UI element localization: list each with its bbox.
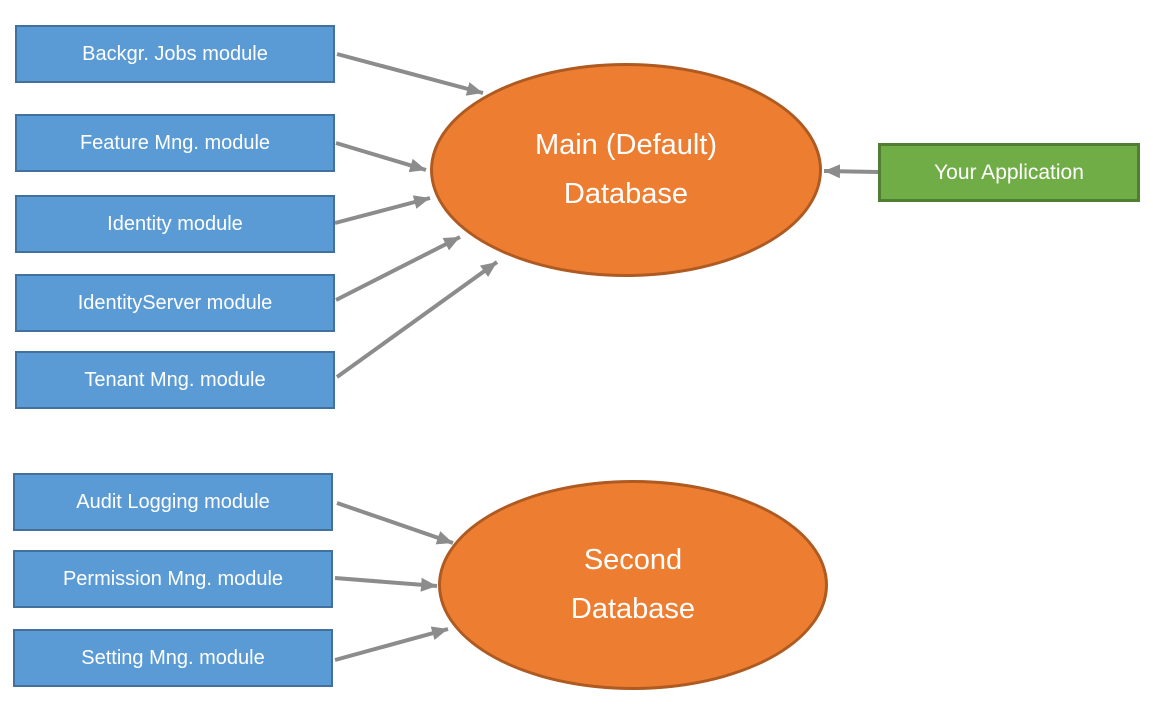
module-box-audit-logging: Audit Logging module xyxy=(13,473,333,531)
arrow-module-backgr-jobs-to-main-database xyxy=(336,52,484,96)
module-box-tenant-mng: Tenant Mng. module xyxy=(15,351,335,409)
your-application-label: Your Application xyxy=(934,160,1084,184)
module-label: Tenant Mng. module xyxy=(84,368,266,391)
module-box-backgr-jobs: Backgr. Jobs module xyxy=(15,25,335,83)
main-database-ellipse: Main (Default) Database xyxy=(430,63,822,277)
module-label: IdentityServer module xyxy=(77,291,273,314)
second-database-label-line1: Second xyxy=(583,543,683,576)
main-database-label-line2: Database xyxy=(563,178,689,210)
second-database-label-line2: Database xyxy=(570,593,696,625)
arrow-module-audit-logging-to-second-database xyxy=(336,501,454,545)
module-label: Permission Mng. module xyxy=(62,567,284,590)
module-label: Setting Mng. module xyxy=(81,646,265,669)
arrow-module-identity-to-main-database xyxy=(334,195,431,225)
module-box-identityserver: IdentityServer module xyxy=(15,274,335,332)
second-database-ellipse: Second Database xyxy=(438,480,828,690)
module-label: Identity module xyxy=(107,212,243,235)
arrow-module-tenant-mng-to-main-database xyxy=(335,260,499,379)
arrow-module-feature-mng-to-main-database xyxy=(335,141,427,173)
module-box-feature-mng: Feature Mng. module xyxy=(15,114,335,172)
module-label: Feature Mng. module xyxy=(79,131,271,154)
module-label: Audit Logging module xyxy=(76,490,270,513)
module-box-permission-mng: Permission Mng. module xyxy=(13,550,333,608)
module-box-setting-mng: Setting Mng. module xyxy=(13,629,333,687)
module-label: Backgr. Jobs module xyxy=(82,42,268,65)
module-box-identity: Identity module xyxy=(15,195,335,253)
main-database-label-line1: Main (Default) xyxy=(534,128,718,161)
your-application-box: Your Application xyxy=(878,143,1140,202)
arrow-your-application-to-main-database xyxy=(823,164,879,179)
arrow-module-setting-mng-to-second-database xyxy=(334,626,449,662)
arrow-module-permission-mng-to-second-database xyxy=(334,576,438,592)
arrow-module-identityserver-to-main-database xyxy=(335,235,461,302)
